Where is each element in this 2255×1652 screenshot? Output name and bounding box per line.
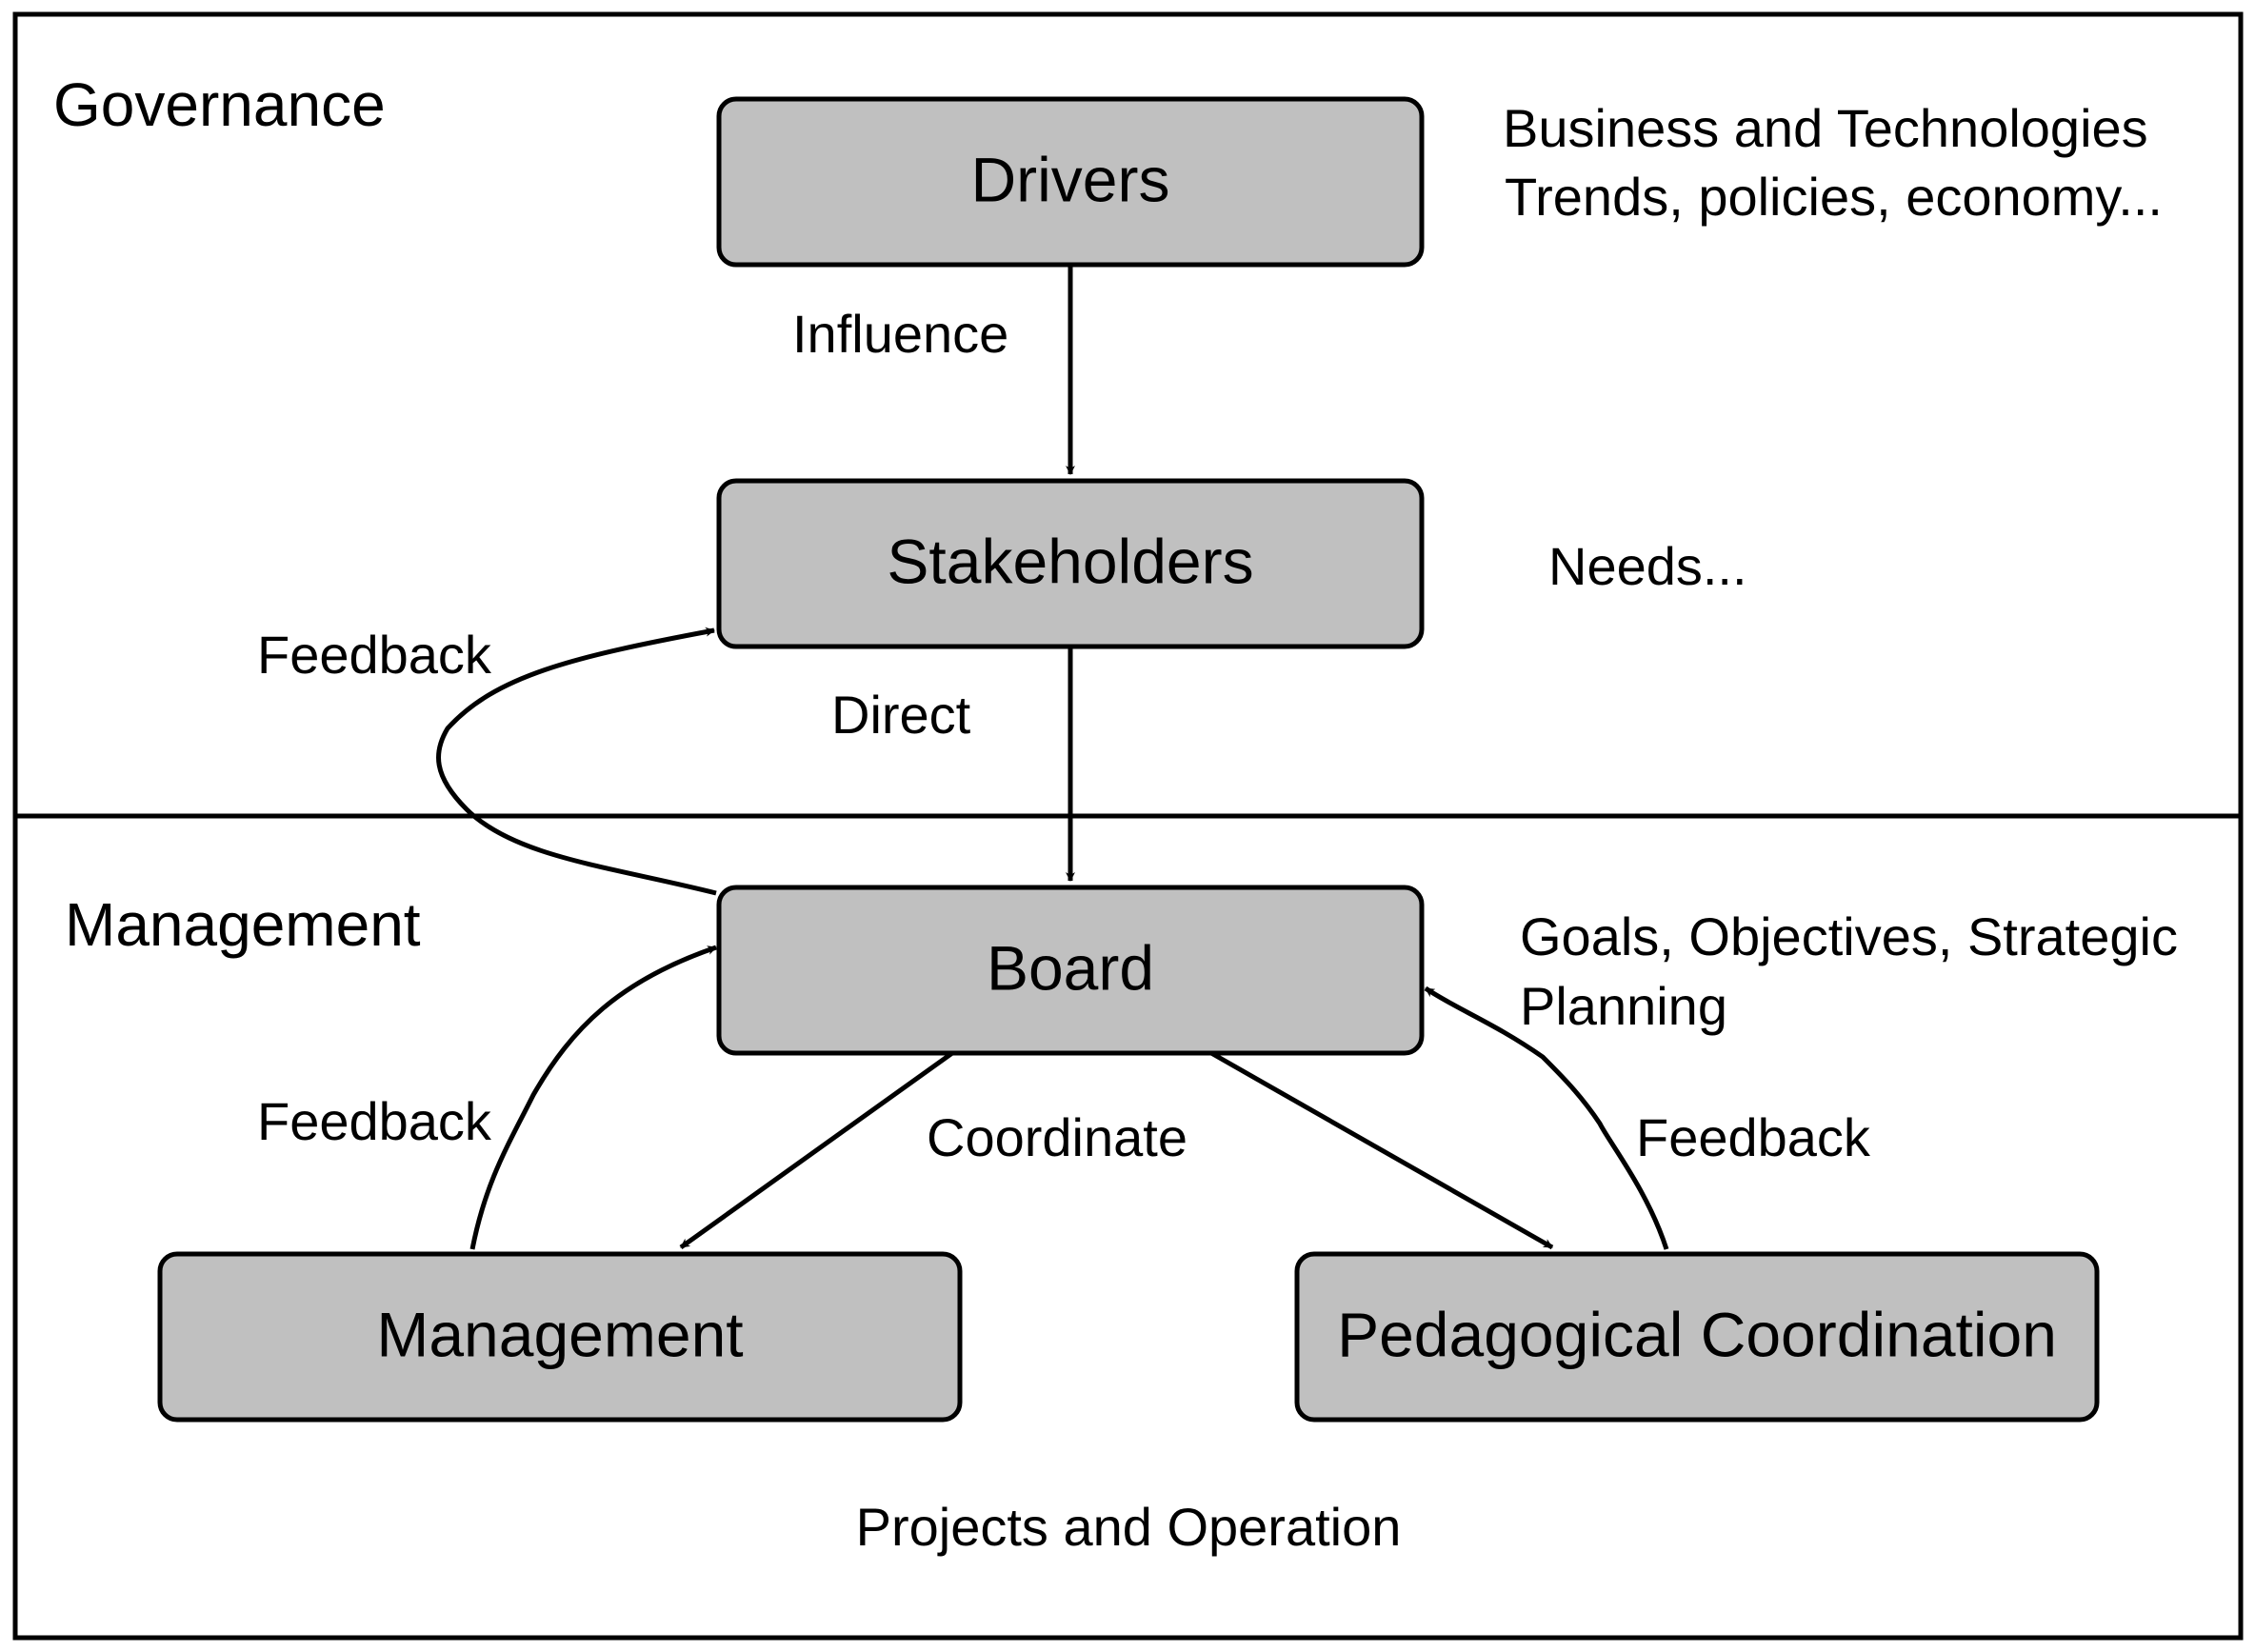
stakeholders-annotation: Needs... — [1548, 536, 1747, 596]
board-node-label: Board — [987, 932, 1154, 1003]
feedback-stakeholders-arrow — [436, 627, 717, 896]
board-annotation-line2: Planning — [1520, 976, 1727, 1036]
feedback-pedagogical-label: Feedback — [1636, 1107, 1871, 1167]
coordinate-management-arrow — [679, 1050, 954, 1250]
feedback-pedagogical-arrow — [1424, 985, 1669, 1250]
coordinate-pedagogical-arrow — [1209, 1050, 1554, 1250]
pedagogical-coordination-node-label: Pedagogical Coordination — [1337, 1299, 2057, 1369]
coordinate-label: Coordinate — [927, 1107, 1187, 1167]
drivers-node: Drivers — [716, 96, 1425, 268]
direct-label: Direct — [831, 685, 971, 745]
board-node: Board — [716, 885, 1425, 1056]
influence-label: Influence — [792, 304, 1008, 364]
feedback-management-arrow — [469, 945, 717, 1250]
projects-operation-annotation: Projects and Operation — [856, 1497, 1402, 1557]
board-annotation-line1: Goals, Objectives, Strategic — [1520, 906, 2178, 966]
management-section-frame — [12, 813, 2244, 1641]
management-section-label: Management — [65, 890, 421, 959]
drivers-annotation-line2: Trends, policies, economy... — [1505, 167, 2163, 227]
drivers-node-label: Drivers — [971, 144, 1170, 214]
management-node-label: Management — [376, 1299, 743, 1369]
feedback-management-label: Feedback — [257, 1091, 492, 1151]
governance-section-label: Governance — [53, 70, 386, 139]
drivers-annotation-line1: Business and Technologies — [1503, 98, 2148, 158]
pedagogical-coordination-node: Pedagogical Coordination — [1294, 1251, 2100, 1423]
management-node: Management — [157, 1251, 963, 1423]
stakeholders-node: Stakeholders — [716, 478, 1425, 649]
stakeholders-node-label: Stakeholders — [887, 526, 1253, 596]
feedback-stakeholders-label: Feedback — [257, 625, 492, 685]
